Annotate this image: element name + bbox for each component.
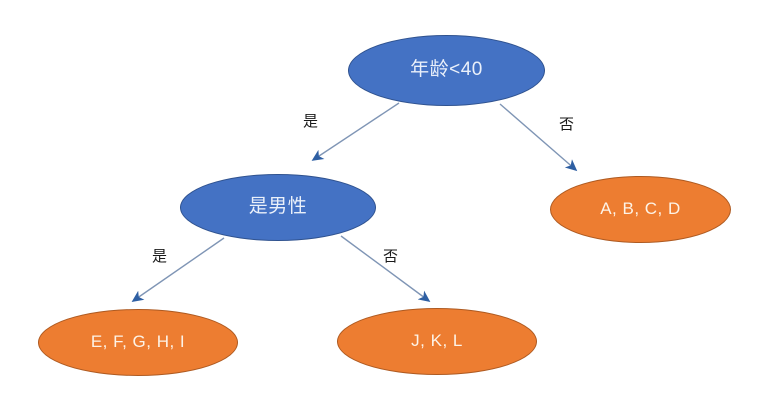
node-root-age-label: 年龄<40 [410,59,483,81]
edge-label-root-male: 是 [303,113,319,130]
edge-root-to-male [311,102,400,161]
edge-male-to-efghi [131,237,225,302]
edge-root-to-abcd [499,103,578,172]
node-leaf-efghi-label: E, F, G, H, I [90,332,186,352]
edge-label-male-jkl: 否 [383,248,399,265]
node-leaf-efghi[interactable]: E, F, G, H, I [38,309,238,376]
edge-label-root-abcd: 否 [559,116,575,133]
edge-label-male-efghi: 是 [152,248,168,265]
node-is-male-label: 是男性 [248,196,308,218]
node-leaf-jkl[interactable]: J, K, L [337,308,537,375]
node-is-male[interactable]: 是男性 [180,174,376,241]
node-leaf-jkl-label: J, K, L [411,331,463,351]
node-root-age[interactable]: 年龄<40 [348,35,545,106]
node-leaf-abcd-label: A, B, C, D [600,199,681,219]
edge-male-to-jkl [340,235,431,302]
node-leaf-abcd[interactable]: A, B, C, D [550,176,731,243]
